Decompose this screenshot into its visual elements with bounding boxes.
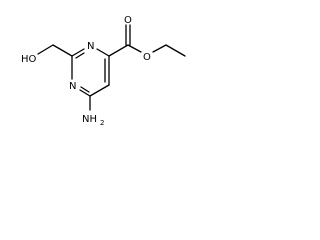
bond-n3-c4 [96,48,110,57]
bond-c2-n3 [71,48,85,57]
amino-subscript-label: 2 [100,119,104,127]
bond-carbonyl-c-ether-o [127,44,142,53]
amino-label: NH 2 [82,114,104,127]
bond-c2-ch2 [52,44,73,57]
ethyl-ester-group [108,24,186,57]
bond-c4-carbonyl-c [108,44,129,57]
bond-c6-n1 [79,89,91,97]
ring-nitrogen-bottom-label: N [69,81,76,92]
ring-nitrogen-top-label: N [87,41,94,52]
hydroxyl-label: HO [21,54,37,65]
molecule-structure: HO N N O O NH 2 [21,15,186,127]
amino-main-label: NH [82,114,97,125]
hydroxymethyl-group [37,44,73,57]
pyrimidine-ring [71,48,110,97]
bond-ch2-oh [37,44,54,55]
bond-ether-o-ch2 [152,44,167,53]
carbonyl-oxygen-label: O [124,15,132,26]
bond-c5-c6 [89,84,110,97]
bond-c6-n1-inner [80,86,90,93]
bond-ch2-ch3 [165,44,186,57]
ether-oxygen-label: O [143,52,151,63]
bond-n3-c2-inner [75,52,85,59]
